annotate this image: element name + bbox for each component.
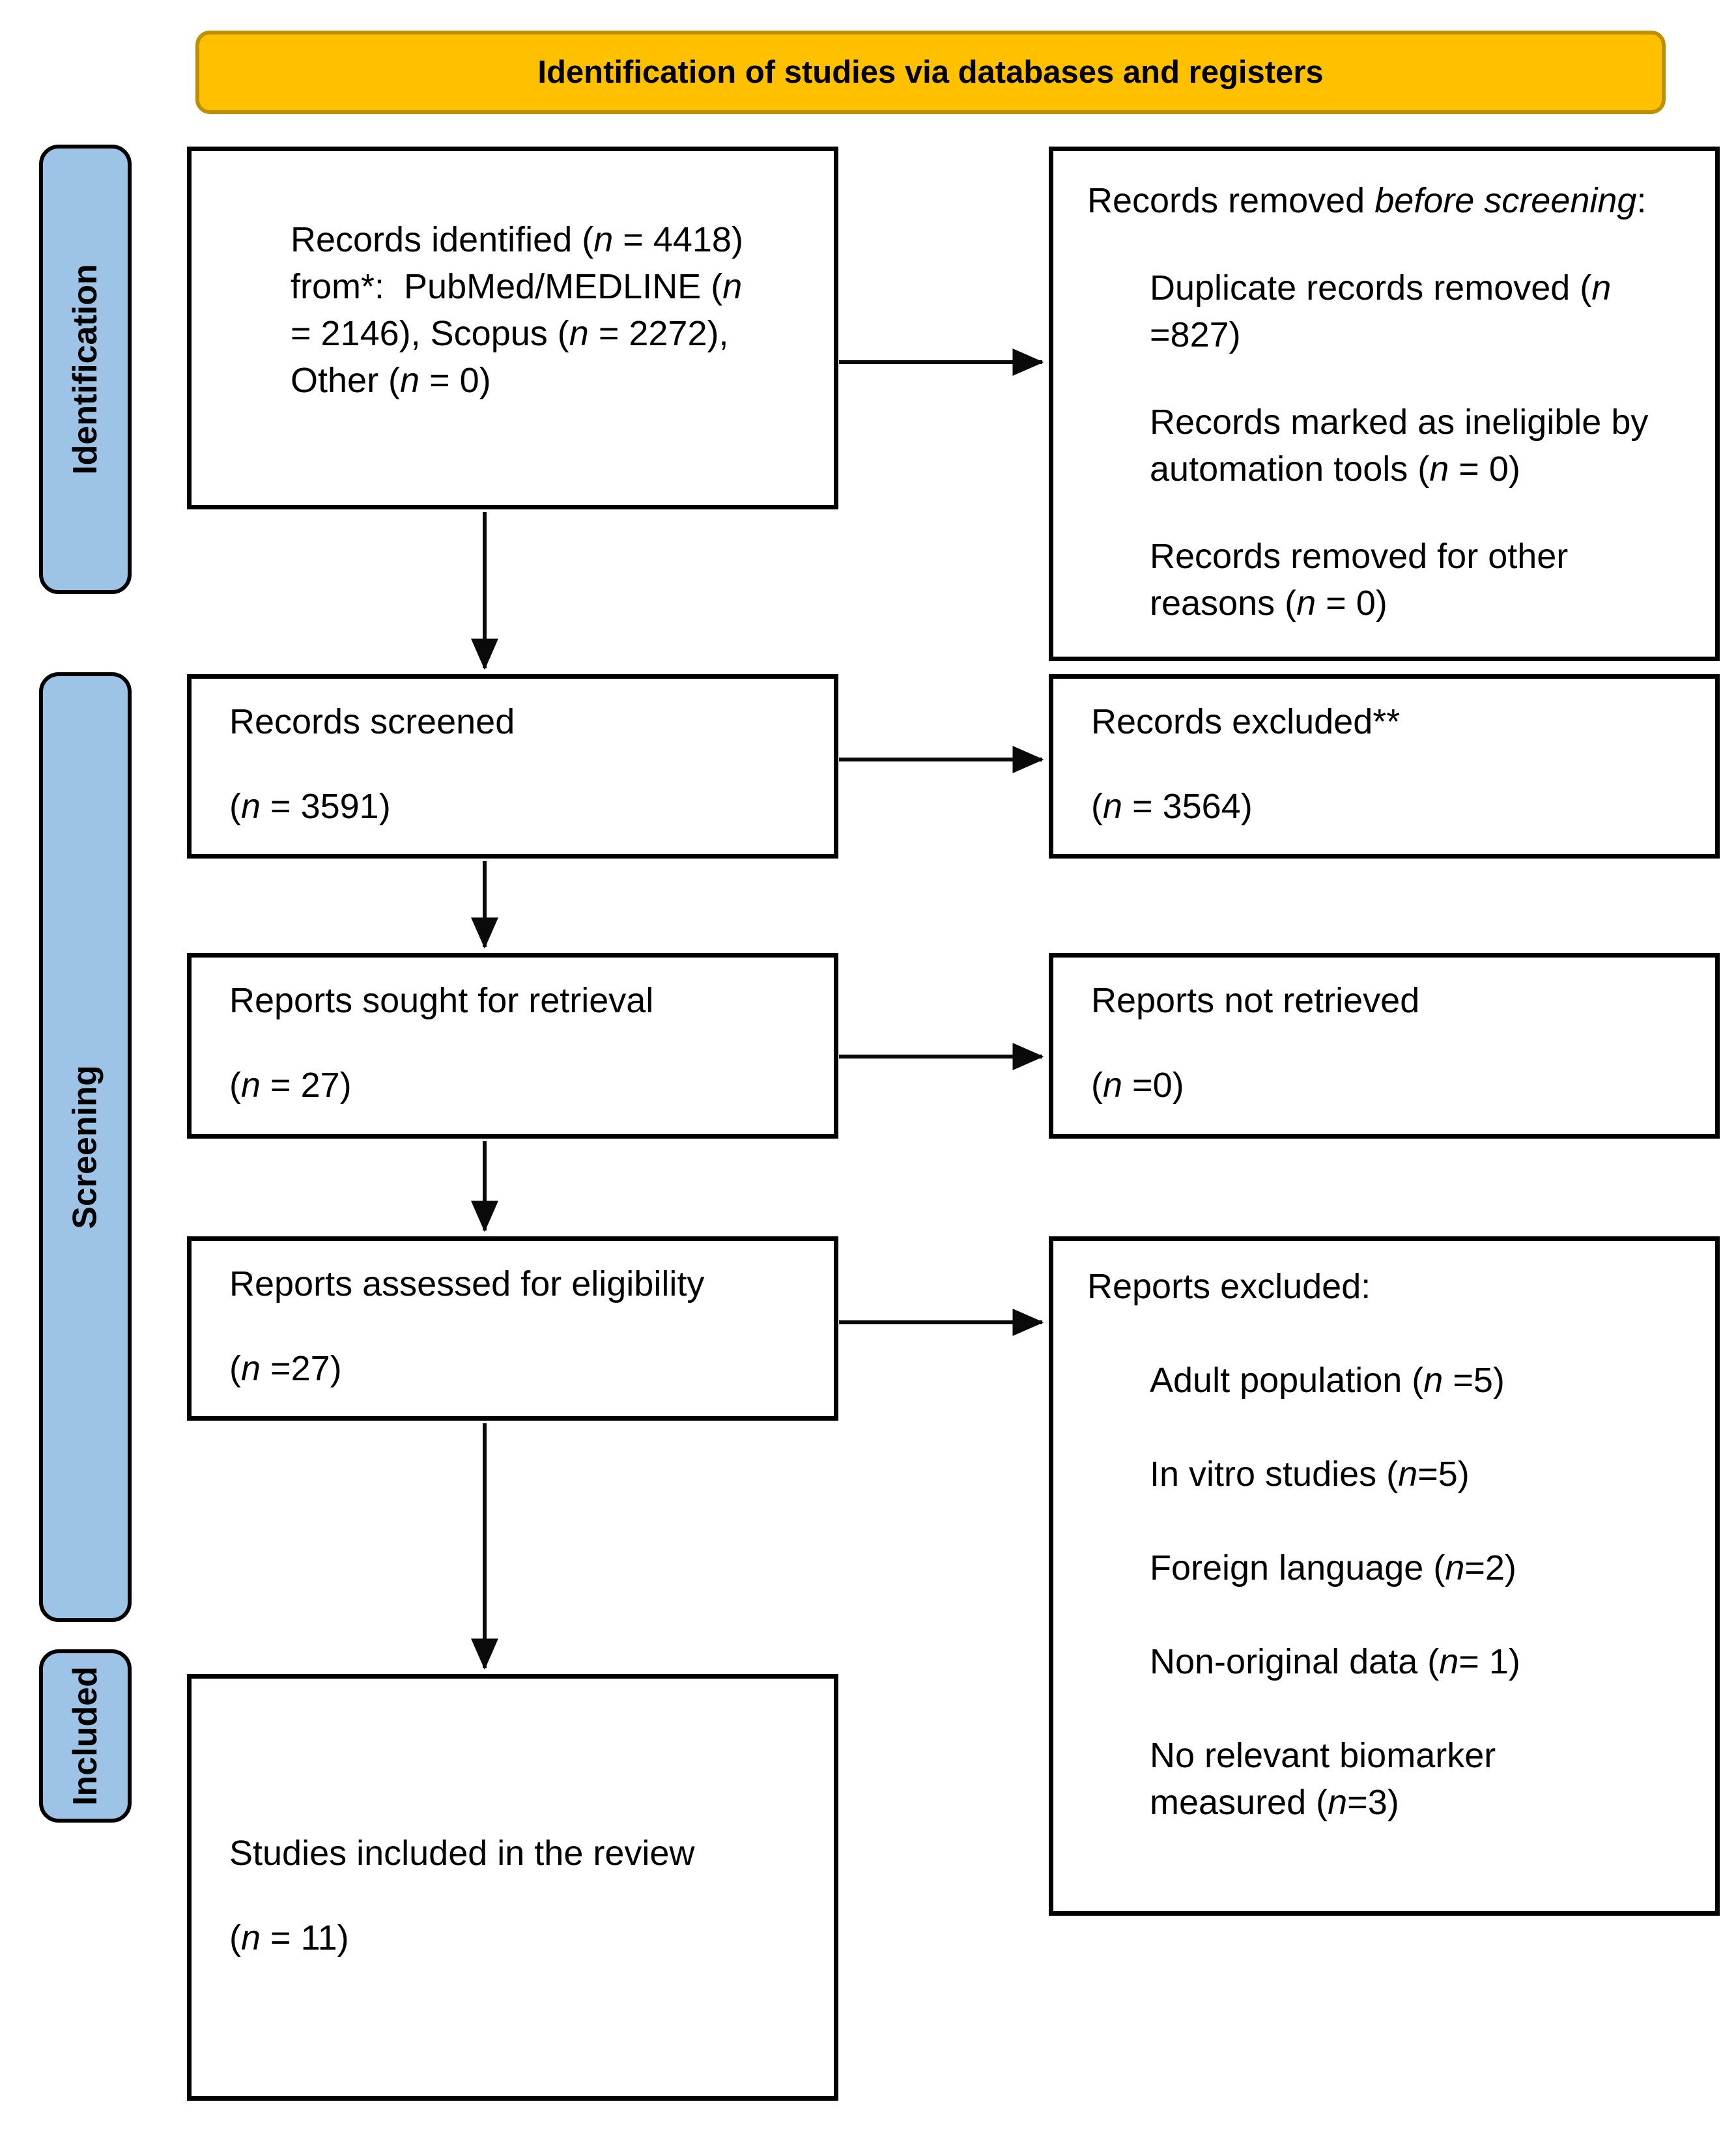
exclusion-item: Adult population (n =5) [1150,1357,1696,1404]
stage-screening: Screening [39,672,132,1622]
box-count: (n =27) [229,1349,342,1388]
box-records-identified: Records identified (n = 4418) from*: Pub… [187,147,838,509]
stage-included: Included [39,1649,132,1823]
stage-screening-label: Screening [66,1065,105,1229]
box-label: Reports not retrieved [1091,981,1420,1020]
box-records-excluded-text: Records excluded** (n = 3564) [1053,679,1715,830]
text-line: Records identified (n = 4418) [291,220,743,259]
box-reports-not-retrieved-text: Reports not retrieved (n =0) [1053,958,1715,1109]
heading-text: : [1636,181,1647,220]
box-records-removed-text: Records removed before screening: Duplic… [1053,151,1715,627]
box-reports-excluded: Reports excluded: Adult population (n =5… [1049,1236,1720,1916]
stage-identification-label: Identification [66,264,104,475]
text-line: Foreign language (n=2) [1150,1548,1516,1587]
box-reports-assessed-text: Reports assessed for eligibility (n =27) [192,1241,834,1392]
box-records-screened-text: Records screened (n = 3591) [192,679,834,830]
text-line: Records removed for other [1150,537,1569,576]
box-records-screened: Records screened (n = 3591) [187,674,838,859]
box-label: Records screened [229,702,515,741]
exclusion-item: Foreign language (n=2) [1150,1544,1696,1591]
box-reports-assessed: Reports assessed for eligibility (n =27) [187,1236,838,1421]
banner: Identification of studies via databases … [195,31,1666,114]
box-reports-sought: Reports sought for retrieval (n = 27) [187,953,838,1139]
box-label: Reports sought for retrieval [229,981,654,1020]
box-records-excluded: Records excluded** (n = 3564) [1049,674,1720,859]
exclusion-item: Duplicate records removed (n =827) [1150,264,1696,358]
box-label: Reports assessed for eligibility [229,1264,705,1303]
box-count: (n =0) [1091,1066,1184,1105]
text-line: Adult population (n =5) [1150,1361,1505,1400]
heading-italic-text: before screening [1374,181,1637,220]
text-line: reasons (n = 0) [1150,584,1387,623]
text-line: = 2146), Scopus (n = 2272), [291,314,729,353]
text-line: Duplicate records removed (n [1150,268,1612,307]
text-line: automation tools (n = 0) [1150,449,1520,489]
exclusion-item: Records marked as ineligible by automati… [1150,399,1696,492]
text-line: Other (n = 0) [291,361,491,400]
box-reports-not-retrieved: Reports not retrieved (n =0) [1049,953,1720,1139]
box-count: (n = 27) [229,1066,352,1105]
stage-identification: Identification [39,145,132,594]
stage-included-label: Included [66,1666,105,1806]
text-line: from*: PubMed/MEDLINE (n [291,267,743,306]
box-records-removed: Records removed before screening: Duplic… [1049,147,1720,661]
exclusion-item: Records removed for other reasons (n = 0… [1150,533,1696,627]
box-heading: Reports excluded: [1087,1267,1371,1306]
box-studies-included-text: Studies included in the review (n = 11) [192,1679,834,1961]
box-label: Studies included in the review [229,1834,695,1873]
exclusion-item: No relevant biomarker measured (n=3) [1150,1732,1696,1826]
text-line: measured (n=3) [1150,1783,1399,1822]
box-reports-sought-text: Reports sought for retrieval (n = 27) [192,958,834,1109]
banner-title: Identification of studies via databases … [537,55,1324,90]
box-reports-excluded-text: Reports excluded: Adult population (n =5… [1053,1241,1715,1826]
text-line: No relevant biomarker [1150,1736,1496,1775]
box-heading: Records removed before screening: [1087,177,1696,224]
box-studies-included: Studies included in the review (n = 11) [187,1674,838,2101]
heading-text: Records removed [1087,181,1375,220]
exclusion-item: In vitro studies (n=5) [1150,1451,1696,1498]
text-line: In vitro studies (n=5) [1150,1455,1470,1494]
box-count: (n = 11) [229,1918,349,1957]
text-line: Records marked as ineligible by [1150,403,1649,442]
box-label: Records excluded** [1091,702,1401,741]
text-line: Non-original data (n= 1) [1150,1642,1520,1681]
box-count: (n = 3591) [229,787,391,826]
box-count: (n = 3564) [1091,787,1253,826]
exclusion-item: Non-original data (n= 1) [1150,1638,1696,1685]
box-records-identified-text: Records identified (n = 4418) from*: Pub… [192,151,834,404]
text-line: =827) [1150,315,1241,354]
